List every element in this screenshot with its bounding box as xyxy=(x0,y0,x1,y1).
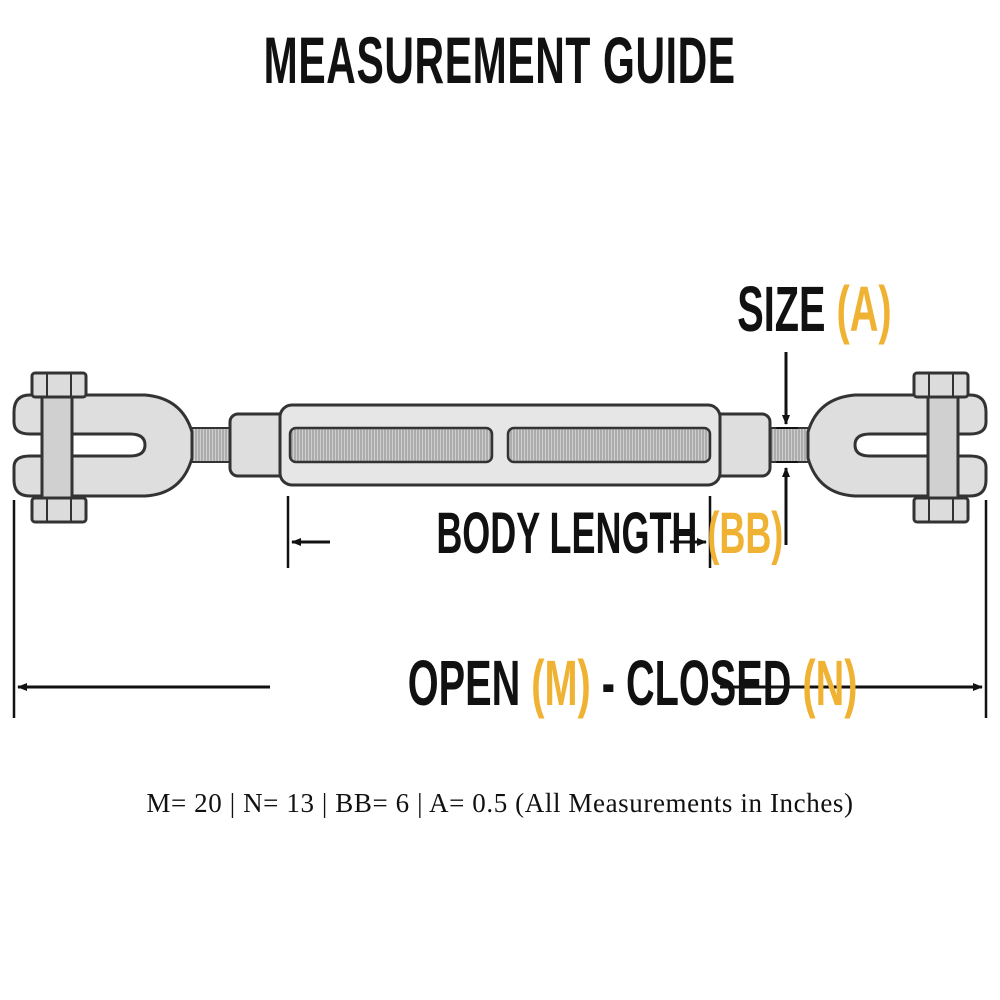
body-length-label: BODY LENGTH (BB) xyxy=(330,500,783,567)
right-jaw xyxy=(806,371,988,524)
left-jaw xyxy=(12,371,194,524)
body-length-code: (BB) xyxy=(707,501,784,566)
page-title: MEASUREMENT GUIDE xyxy=(263,23,737,97)
left-nut xyxy=(30,496,88,524)
open-closed-dimension xyxy=(12,500,988,718)
body-window-left xyxy=(288,426,494,464)
size-code: (A) xyxy=(836,273,892,345)
turnbuckle-body xyxy=(228,403,772,487)
right-nut xyxy=(912,496,970,524)
closed-code: (N) xyxy=(802,647,858,719)
left-pin-head xyxy=(30,371,88,399)
measurements-caption: M= 20 | N= 13 | BB= 6 | A= 0.5 (All Meas… xyxy=(146,788,854,818)
open-closed-label: OPEN (M) - CLOSED (N) xyxy=(270,646,857,720)
open-code: (M) xyxy=(531,647,591,719)
size-label: SIZE (A) xyxy=(737,273,892,345)
size-dimension xyxy=(776,352,798,545)
body-window-right xyxy=(506,426,712,464)
right-pin-head xyxy=(912,371,970,399)
